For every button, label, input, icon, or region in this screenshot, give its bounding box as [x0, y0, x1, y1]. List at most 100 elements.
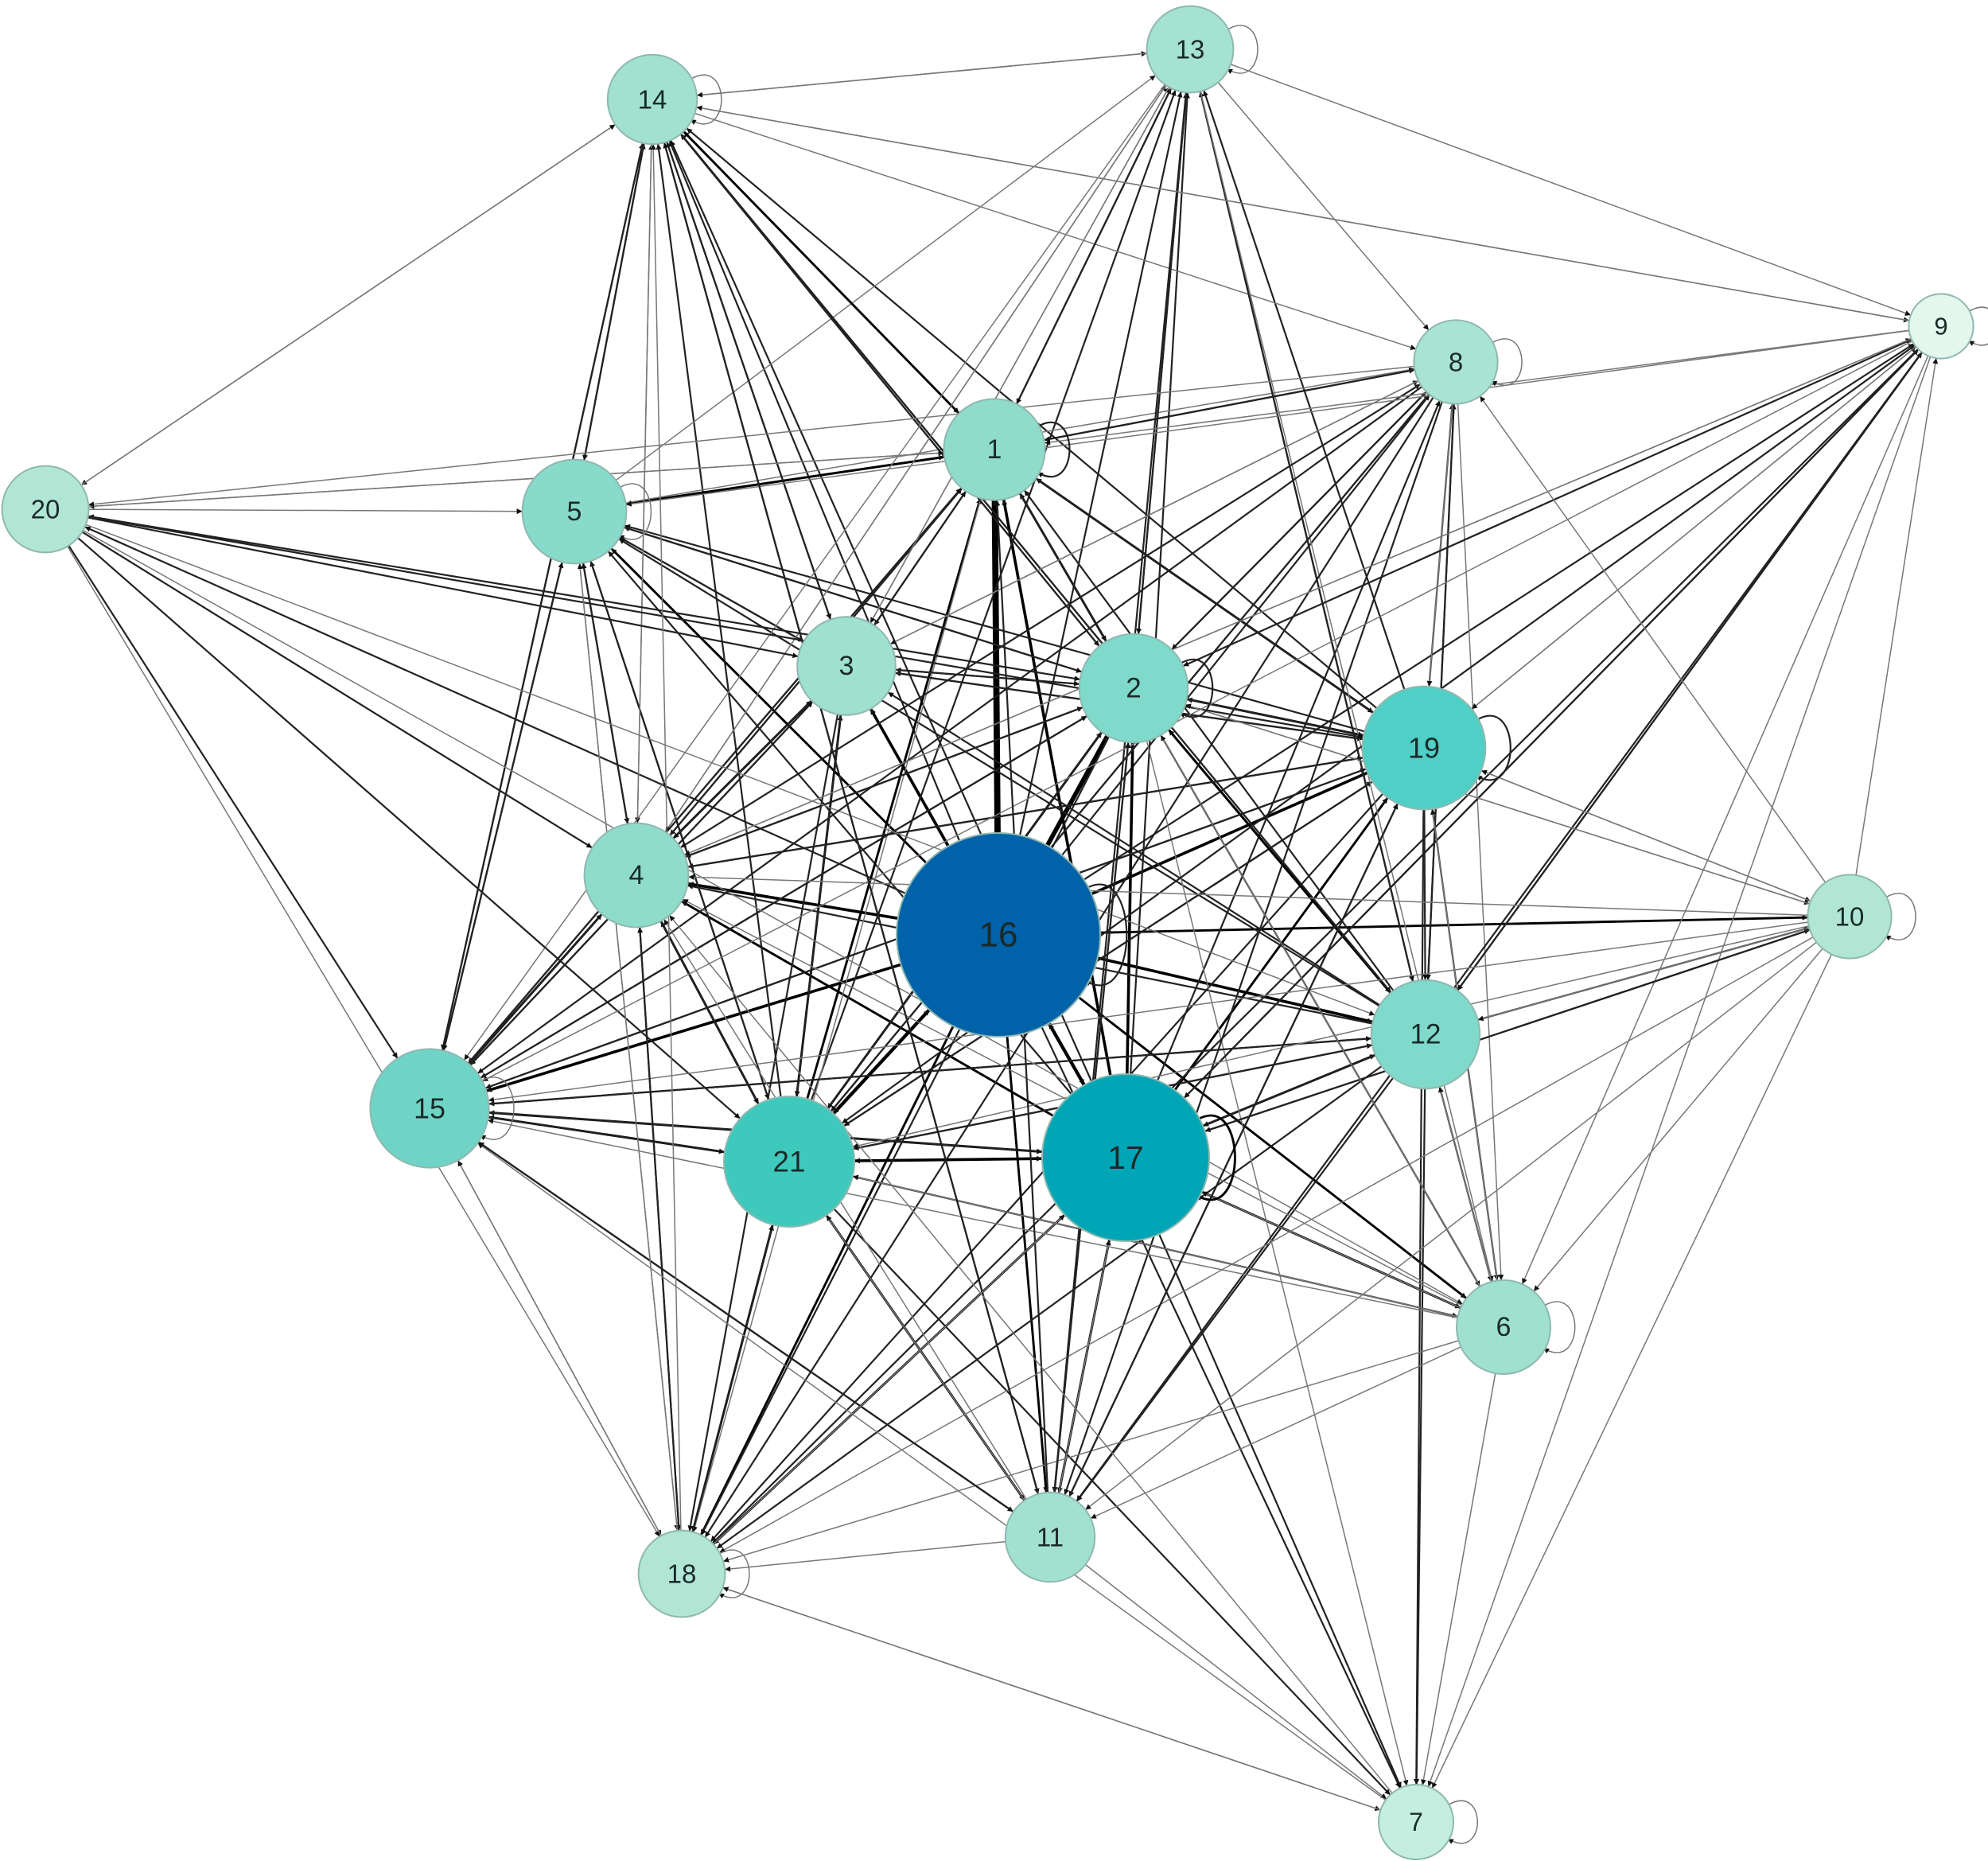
node-21[interactable]: 21 [723, 1096, 855, 1228]
node-8-label: 8 [1449, 348, 1463, 377]
node-15-circle [369, 1048, 490, 1169]
edge-9-to-18 [711, 348, 1919, 1544]
edge-8-to-15 [477, 386, 1423, 1074]
edge-10-to-8 [1479, 395, 1827, 883]
node-16-label: 16 [979, 916, 1018, 955]
node-5-label: 5 [567, 496, 582, 527]
edge-12-to-3 [887, 691, 1381, 1006]
edge-17-to-1 [1002, 499, 1112, 1076]
edge-3-to-4 [672, 699, 812, 839]
node-7[interactable]: 7 [1378, 1784, 1454, 1860]
node-4-label: 4 [629, 860, 644, 890]
edge-13-to-1 [1015, 88, 1173, 405]
node-7-label: 7 [1409, 1808, 1423, 1836]
node-6-label: 6 [1496, 1312, 1511, 1342]
edge-13-to-4 [664, 84, 1167, 833]
edge-4-to-5 [581, 563, 629, 824]
edge-13-to-3 [870, 87, 1170, 624]
edge-12-to-7 [1414, 1088, 1426, 1785]
edge-10-to-6 [1533, 948, 1823, 1292]
node-2-circle [1078, 633, 1189, 744]
node-17-label: 17 [1107, 1139, 1144, 1176]
node-15[interactable]: 15 [369, 1048, 490, 1169]
edge-8-to-20 [88, 365, 1414, 508]
edge-10-to-11 [1084, 941, 1817, 1511]
edge-10-to-2 [1185, 703, 1811, 905]
node-1[interactable]: 1 [943, 398, 1046, 501]
edge-8-to-3 [889, 380, 1419, 645]
edge-6-to-15 [487, 1118, 1458, 1318]
edge-11-to-4 [663, 919, 1027, 1500]
edge-16-to-6 [1078, 996, 1468, 1299]
node-10[interactable]: 10 [1807, 874, 1893, 960]
node-9-circle [1908, 293, 1974, 360]
edge-8-to-1 [1044, 368, 1415, 442]
edge-7-to-18 [722, 1587, 1381, 1811]
edge-11-to-21 [826, 1214, 1025, 1501]
node-3[interactable]: 3 [796, 616, 897, 716]
node-20-circle [1, 465, 90, 554]
edge-13-to-9 [1230, 64, 1912, 316]
node-11[interactable]: 11 [1004, 1491, 1096, 1583]
edge-15-to-21 [488, 1115, 726, 1154]
edge-2-to-2 [1179, 658, 1214, 718]
node-13[interactable]: 13 [1146, 5, 1235, 94]
edge-12-to-5 [618, 538, 1380, 1007]
edge-17-to-4 [680, 900, 1054, 1117]
edge-14-to-15 [441, 142, 644, 1051]
node-14[interactable]: 14 [606, 53, 698, 146]
node-11-label: 11 [1037, 1523, 1064, 1552]
edge-3-to-5 [619, 536, 804, 643]
node-1-circle [943, 398, 1046, 501]
edge-17-to-13 [1130, 92, 1190, 1075]
edge-17-to-2 [1126, 742, 1136, 1075]
edge-17-to-17 [1196, 1114, 1236, 1201]
edge-20-to-5 [88, 508, 523, 515]
edge-16-to-12 [1097, 956, 1374, 1024]
edge-3-to-21 [794, 714, 842, 1097]
edge-10-to-19 [1480, 769, 1811, 902]
node-13-label: 13 [1176, 35, 1205, 64]
node-16[interactable]: 16 [896, 832, 1101, 1038]
edge-11-to-7 [1084, 1563, 1387, 1800]
node-2-label: 2 [1126, 673, 1141, 704]
edge-21-to-13 [810, 89, 1177, 1101]
node-17[interactable]: 17 [1041, 1073, 1210, 1242]
edge-5-to-13 [615, 75, 1156, 481]
edge-7-to-4 [669, 915, 1393, 1794]
node-18[interactable]: 18 [637, 1529, 726, 1618]
edge-16-to-2 [1045, 734, 1110, 847]
edge-15-to-5 [442, 562, 564, 1051]
edge-1-to-19 [1035, 477, 1375, 714]
edge-10-to-18 [719, 936, 1814, 1553]
edge-16-to-4 [687, 882, 898, 920]
node-19[interactable]: 19 [1361, 685, 1487, 811]
edge-19-to-12 [1422, 809, 1429, 980]
edge-13-to-13 [1226, 25, 1259, 75]
edge-16-to-20 [84, 526, 906, 894]
node-2[interactable]: 2 [1078, 633, 1189, 744]
node-12[interactable]: 12 [1370, 979, 1481, 1090]
node-3-label: 3 [839, 651, 854, 681]
node-5[interactable]: 5 [521, 458, 628, 565]
node-20[interactable]: 20 [1, 465, 90, 554]
edge-7-to-15 [477, 1143, 1387, 1801]
edge-18-to-5 [577, 563, 679, 1531]
node-4[interactable]: 4 [583, 822, 690, 929]
edge-9-to-12 [1457, 352, 1923, 991]
edge-10-to-10 [1885, 893, 1916, 941]
edge-5-to-1 [625, 454, 945, 505]
edge-20-to-21 [77, 537, 741, 1119]
edge-16-to-13 [1019, 91, 1183, 836]
node-6[interactable]: 6 [1456, 1279, 1551, 1375]
edge-20-to-12 [85, 524, 1375, 1016]
edge-19-to-19 [1476, 714, 1511, 781]
node-4-circle [583, 822, 690, 929]
edge-15-to-12 [488, 1036, 1372, 1105]
edge-10-to-17 [1204, 929, 1811, 1132]
node-8[interactable]: 8 [1413, 319, 1499, 405]
node-9-label: 9 [1934, 313, 1947, 341]
edge-1-to-1 [1037, 421, 1071, 478]
node-9[interactable]: 9 [1908, 293, 1974, 360]
